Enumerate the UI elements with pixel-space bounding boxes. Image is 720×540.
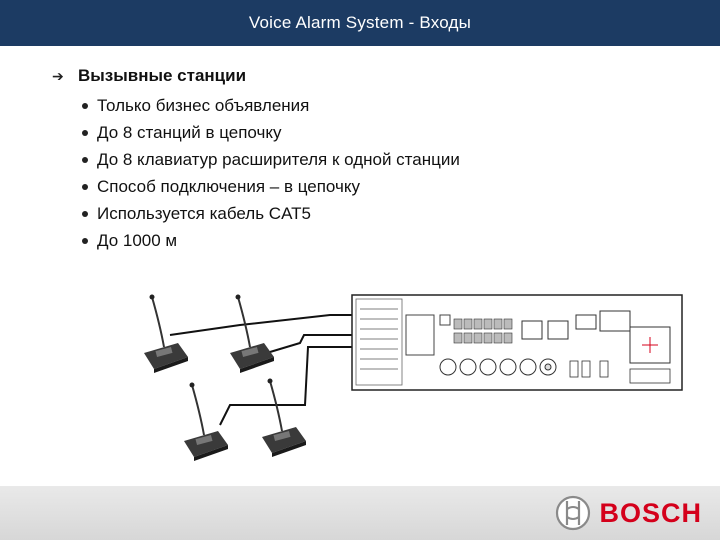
bullet-dot-icon	[82, 183, 88, 190]
call-station-icon	[144, 294, 188, 373]
list-item: До 8 клавиатур расширителя к одной станц…	[82, 146, 460, 173]
bosch-logo: BOSCH	[555, 495, 702, 531]
list-item-text: До 8 клавиатур расширителя к одной станц…	[97, 149, 460, 169]
list-item-text: Используется кабель CAT5	[97, 203, 312, 223]
main-bullet: ➔ Вызывные станции	[52, 66, 246, 86]
list-item-text: До 1000 м	[97, 230, 178, 250]
list-item-text: До 8 станций в цепочку	[97, 122, 282, 142]
sub-bullet-list: Только бизнес объявления До 8 станций в …	[82, 92, 460, 254]
bullet-dot-icon	[82, 102, 88, 109]
call-station-icon	[262, 378, 306, 457]
bullet-dot-icon	[82, 129, 88, 136]
list-item-text: Способ подключения – в цепочку	[97, 176, 361, 196]
footer-bar: BOSCH	[0, 486, 720, 540]
list-item: Используется кабель CAT5	[82, 200, 460, 227]
slide-title: Voice Alarm System - Входы	[248, 13, 472, 32]
cat5-cable	[169, 314, 352, 426]
call-station-icon	[184, 382, 228, 461]
connection-diagram	[144, 294, 683, 461]
list-item-text: Только бизнес объявления	[97, 95, 310, 115]
brand-name: BOSCH	[599, 497, 702, 528]
controller-rear-panel	[351, 294, 683, 391]
list-item: Способ подключения – в цепочку	[82, 173, 460, 200]
list-item: До 8 станций в цепочку	[82, 119, 460, 146]
section-heading: Вызывные станции	[78, 66, 247, 85]
bullet-dot-icon	[82, 156, 88, 163]
bullet-dot-icon	[82, 237, 88, 244]
arrow-right-icon: ➔	[52, 67, 64, 84]
list-item: До 1000 м	[82, 227, 460, 254]
list-item: Только бизнес объявления	[82, 92, 460, 119]
call-station-icon	[230, 294, 274, 373]
bullet-dot-icon	[82, 210, 88, 217]
bosch-armature-icon	[556, 495, 591, 531]
title-bar: Voice Alarm System - Входы	[0, 0, 720, 46]
